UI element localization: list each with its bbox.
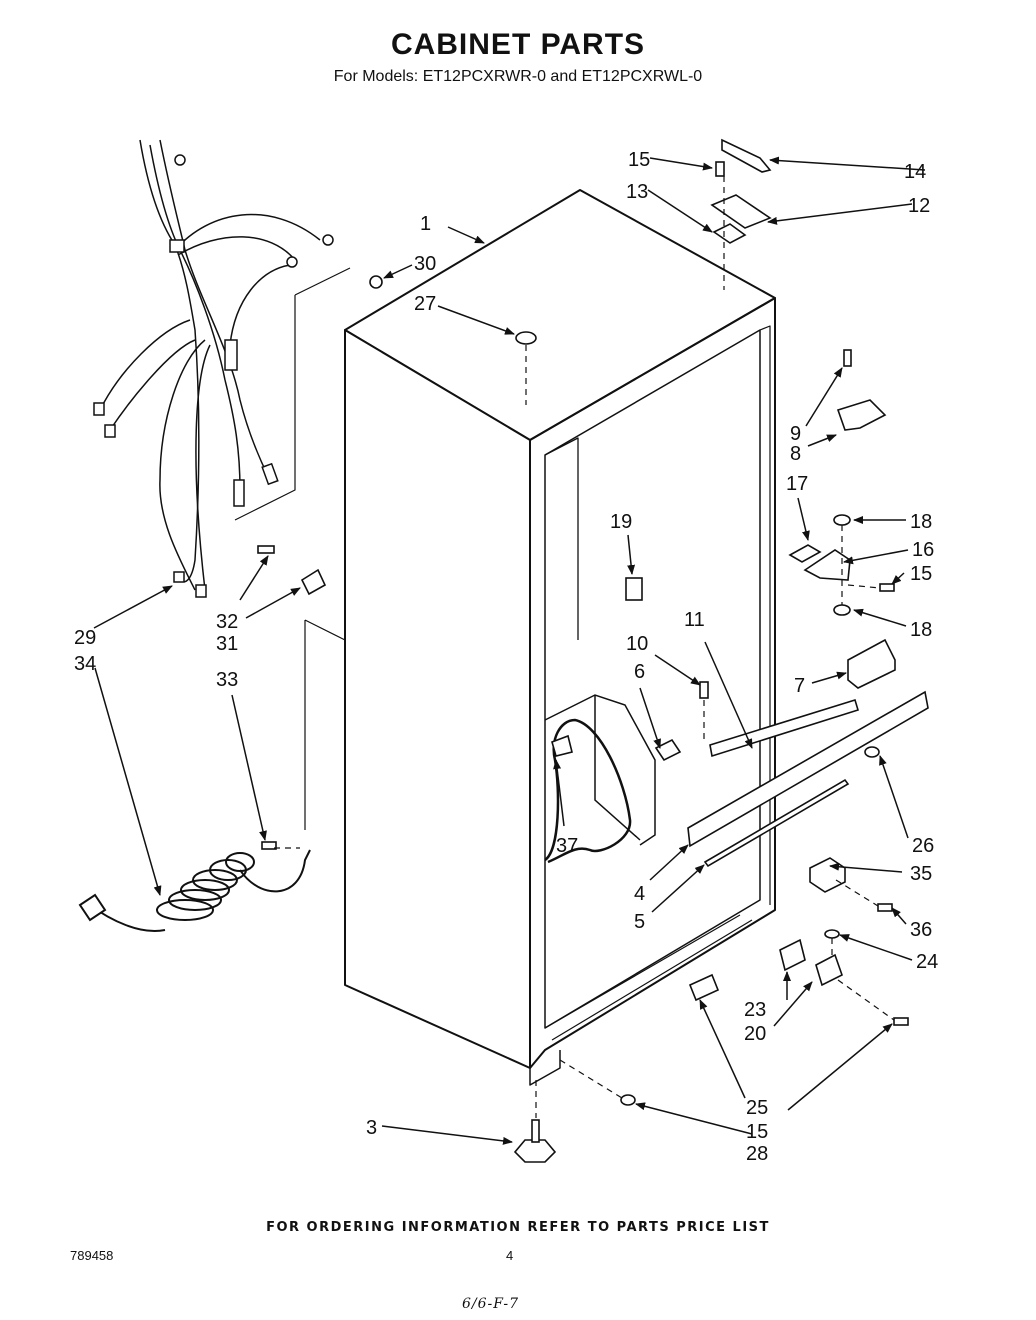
hinge-screw-top xyxy=(715,161,725,177)
callout-32: 32 xyxy=(216,611,238,633)
latch-screw xyxy=(843,349,852,367)
callout-1: 1 xyxy=(420,213,431,235)
plug-button xyxy=(515,331,537,345)
callout-18a: 18 xyxy=(910,511,932,533)
front-rail xyxy=(687,690,929,848)
callout-31: 31 xyxy=(216,633,238,655)
leader-lines xyxy=(93,156,926,1145)
hinge-cover xyxy=(721,138,772,173)
callout-15b: 15 xyxy=(910,563,932,585)
document-number: 789458 xyxy=(70,1248,114,1263)
callout-11: 11 xyxy=(684,609,705,631)
callout-36: 36 xyxy=(910,919,932,941)
callout-6: 6 xyxy=(634,661,645,683)
cover-screw xyxy=(877,903,893,912)
cabinet-shell xyxy=(234,189,776,1086)
light-switch xyxy=(625,577,643,601)
callout-27: 27 xyxy=(414,293,436,315)
callout-5: 5 xyxy=(634,911,645,933)
clamp-screw xyxy=(257,545,275,554)
hinge-bracket xyxy=(847,638,896,689)
handwritten-note: 6/6-F-7 xyxy=(462,1296,519,1312)
grommet xyxy=(369,275,383,289)
callout-25: 25 xyxy=(746,1097,768,1119)
callout-29: 29 xyxy=(74,627,96,649)
hinge-cover-lower xyxy=(809,857,846,893)
callout-19: 19 xyxy=(610,511,632,533)
callout-12: 12 xyxy=(908,195,930,217)
page-title: CABINET PARTS xyxy=(390,28,646,61)
cord-screw xyxy=(261,841,277,850)
ordering-note: FOR ORDERING INFORMATION REFER TO PARTS … xyxy=(266,1220,770,1235)
callout-26: 26 xyxy=(912,835,934,857)
callout-labels: 1 3 4 5 6 7 8 9 10 11 12 13 14 15 15 15 … xyxy=(74,149,938,1165)
machine-compartment xyxy=(544,694,656,864)
center-hinge xyxy=(803,549,851,581)
callout-16: 16 xyxy=(912,539,934,561)
callout-18b: 18 xyxy=(910,619,932,641)
leveling-leg xyxy=(513,1139,557,1163)
door-latch xyxy=(836,399,887,431)
wire-clip xyxy=(654,738,682,762)
cord-clamp xyxy=(300,568,327,596)
push-pin xyxy=(864,746,880,758)
callout-23: 23 xyxy=(744,999,766,1021)
washer-lower xyxy=(833,604,851,616)
callout-34: 34 xyxy=(74,653,96,675)
washer-bottom xyxy=(824,929,840,939)
hinge-screw-mid xyxy=(879,583,895,592)
callout-15c: 15 xyxy=(746,1121,768,1143)
model-subtitle: For Models: ET12PCXRWR-0 and ET12PCXRWL-… xyxy=(333,68,703,85)
washer-upper xyxy=(833,514,851,526)
center-hinge-shim xyxy=(788,544,822,563)
callout-13: 13 xyxy=(626,181,648,203)
hinge-screw-bottom xyxy=(893,1017,909,1026)
callout-28: 28 xyxy=(746,1143,768,1165)
callout-15a: 15 xyxy=(628,149,650,171)
top-hinge xyxy=(710,194,772,229)
callout-14: 14 xyxy=(904,161,926,183)
callout-24: 24 xyxy=(916,951,938,973)
rail-rod xyxy=(703,778,850,868)
harness-connector xyxy=(551,734,573,757)
callout-37: 37 xyxy=(556,835,578,857)
callout-10: 10 xyxy=(626,633,648,655)
callout-9: 9 xyxy=(790,423,801,445)
grille-screw xyxy=(699,681,709,699)
callout-7: 7 xyxy=(794,675,805,697)
toe-bracket xyxy=(688,973,720,1002)
bottom-hinge xyxy=(815,953,843,987)
callout-20: 20 xyxy=(744,1023,766,1045)
callout-4: 4 xyxy=(634,883,645,905)
callout-35: 35 xyxy=(910,863,932,885)
callout-33: 33 xyxy=(216,669,238,691)
page-number: 4 xyxy=(506,1248,514,1263)
hinge-shim xyxy=(712,223,747,244)
callout-8: 8 xyxy=(790,443,801,465)
callout-30: 30 xyxy=(414,253,436,275)
rear-plug xyxy=(620,1094,636,1106)
wire-harness xyxy=(93,139,334,598)
leveling-leg-stem xyxy=(531,1119,540,1143)
hinge-plate xyxy=(779,938,806,972)
power-cord xyxy=(78,849,311,932)
assembly-guides xyxy=(274,176,895,1118)
callout-3: 3 xyxy=(366,1117,377,1139)
callout-17: 17 xyxy=(786,473,808,495)
